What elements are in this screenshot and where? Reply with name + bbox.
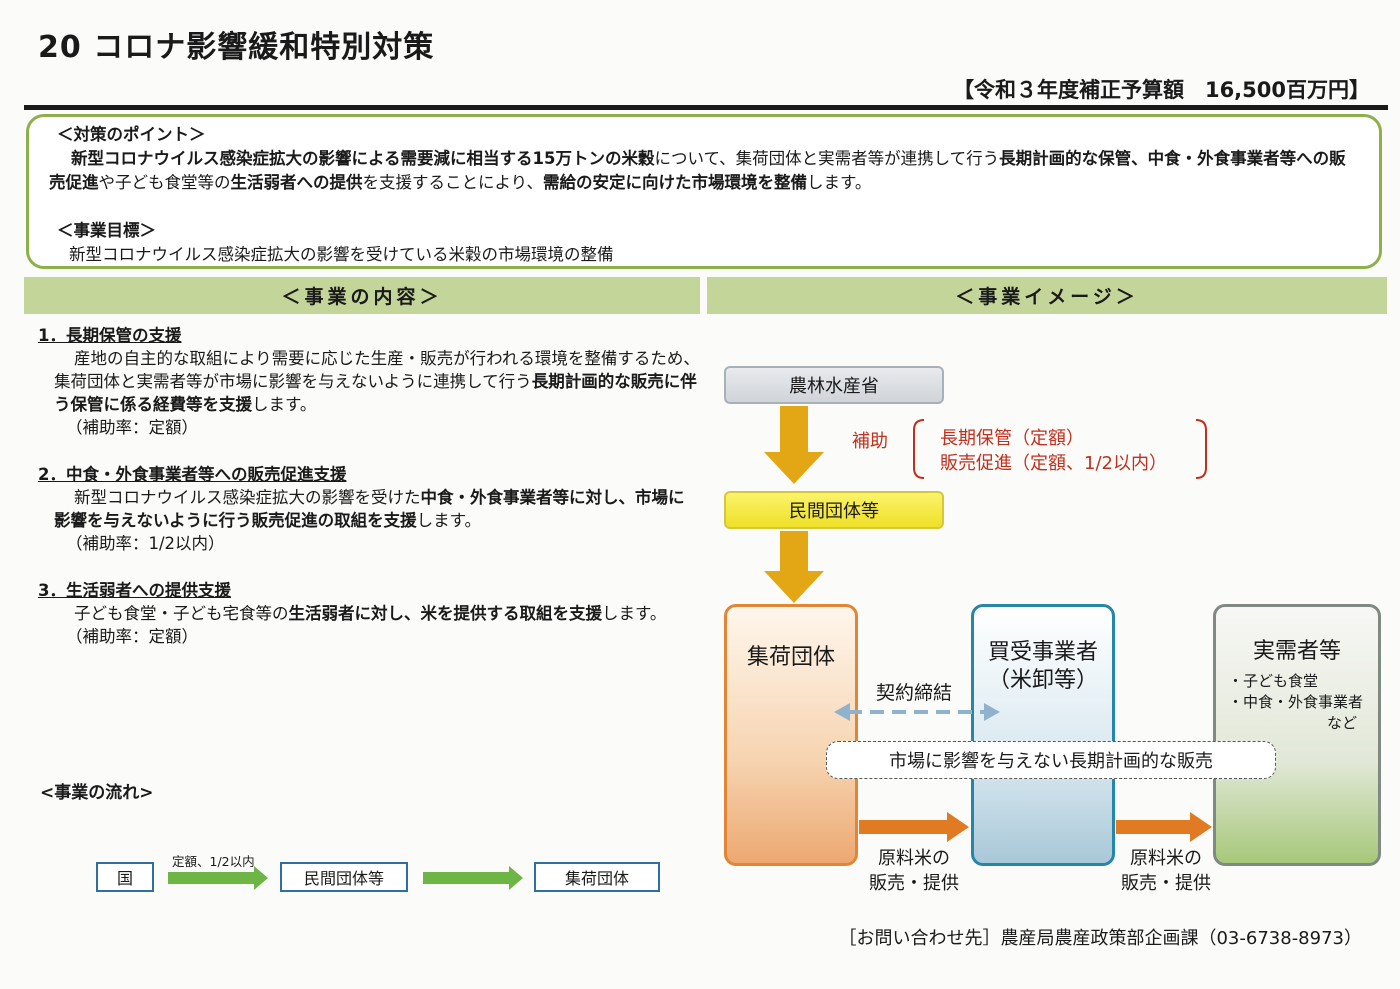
page-title: 20 コロナ影響緩和特別対策 [38,30,435,65]
section-2-text-b: します。 [416,511,482,530]
section-2-rate: （補助率：1/2以内） [66,534,225,553]
buyer-box: 買受事業者 （米卸等） [971,604,1115,866]
section-2: 2．中食・外食事業者等への販売促進支援 新型コロナウイルス感染症拡大の影響を受け… [38,463,700,555]
flow-node-country: 国 [96,862,154,892]
points-text-4: します。 [807,173,872,192]
supply-arrow-1 [859,812,969,842]
aid-item-storage: 長期保管（定額） [940,428,1084,449]
contract-arrow [834,703,1000,721]
section-1-text-a: 産地の自主的な取組により需要に応じた生産・販売が行われる環境を整備するため、集荷… [54,349,700,391]
points-bold-2: 長期計画的な保管、中食・外食事業者等への販売促進 [49,149,1346,192]
contract-label: 契約締結 [876,682,953,704]
contact-info: ［お問い合わせ先］農産局農産政策部企画課（03-6738-8973） [838,928,1362,949]
section-3-rate: （補助率：定額） [66,627,198,646]
aid-items: 長期保管（定額） 販売促進（定額、1/2以内） [940,426,1167,476]
section-2-text-a: 新型コロナウイルス感染症拡大の影響を受けた [74,488,421,507]
section-2-title: 2．中食・外食事業者等への販売促進支援 [38,465,347,484]
section-3-title: 3．生活弱者への提供支援 [38,581,231,600]
budget-amount: 【令和３年度補正予算額 16,500百万円】 [952,78,1370,102]
aid-label: 補助 [852,431,888,452]
buyer-label: 買受事業者 （米卸等） [974,639,1112,695]
supply-label-2-line2: 販売・提供 [1121,873,1211,894]
flow-arrow-2 [423,866,523,890]
points-bold-1: 新型コロナウイルス感染症拡大の影響による需要減に相当する15万トンの米穀 [71,149,655,168]
section-2-bold: 中食・外食事業者等に対し、市場に影響を与えないように行う販売促進の取組を支援 [54,488,685,530]
aid-item-promotion: 販売促進（定額、1/2以内） [940,453,1167,474]
user-list: ・子ども食堂 ・中食・外食事業者 など [1228,671,1363,734]
user-label: 実需者等 [1252,639,1341,664]
points-bold-3: 生活弱者への提供 [230,173,363,192]
flow-node-private: 民間団体等 [280,862,408,892]
section-1-title: 1．長期保管の支援 [38,326,182,345]
supply-label-1-line2: 販売・提供 [869,873,959,894]
points-text-2: や子ども食堂等の [98,173,231,192]
section-1-bold: 長期計画的な販売に伴う保管に係る経費等を支援 [54,372,697,414]
points-text-1: について、集荷団体と実需者等が連携して行う [654,149,1000,168]
supply-arrow-2 [1116,812,1212,842]
section-3: 3．生活弱者への提供支援 子ども食堂・子ども宅食等の生活弱者に対し、米を提供する… [38,579,700,648]
user-item-food: ・中食・外食事業者 [1228,693,1364,711]
flow-rate: 定額、1/2以内 [172,854,255,869]
section-1-text-b: します。 [252,395,317,414]
supply-label-1-line1: 原料米の [878,848,950,869]
market-sales-note: 市場に影響を与えない長期計画的な販売 [826,741,1276,779]
flow-heading: <事業の流れ> [40,783,154,803]
user-item-kids: ・子ども食堂 [1228,672,1319,690]
points-text: 新型コロナウイルス感染症拡大の影響による需要減に相当する15万トンの米穀について… [49,147,1361,195]
section-3-text: 子ども食堂・子ども宅食等の生活弱者に対し、米を提供する取組を支援します。 [54,602,700,625]
header-rule [24,105,1388,110]
section-3-bold: 生活弱者に対し、米を提供する取組を支援 [288,604,603,623]
policy-points-box: ＜対策のポイント＞ 新型コロナウイルス感染症拡大の影響による需要減に相当する15… [26,114,1382,269]
diagram-private-org: 民間団体等 [724,491,944,529]
collector-label: 集荷団体 [746,645,835,670]
section-3-text-a: 子ども食堂・子ども宅食等の [74,604,289,623]
arrow-down-1 [764,406,824,484]
aid-brackets [913,419,1207,479]
user-box: 実需者等 [1213,604,1381,866]
section-1: 1．長期保管の支援 産地の自主的な取組により需要に応じた生産・販売が行われる環境… [38,324,700,439]
user-item-etc: など [1327,714,1358,732]
buyer-label-line1: 買受事業者 [987,640,1098,665]
project-content: 1．長期保管の支援 産地の自主的な取組により需要に応じた生産・販売が行われる環境… [38,324,700,672]
goal-text: 新型コロナウイルス感染症拡大の影響を受けている米穀の市場環境の整備 [69,245,614,264]
section-3-text-b: します。 [602,604,667,623]
points-heading: ＜対策のポイント＞ [57,125,206,144]
image-band: ＜事業イメージ＞ [707,277,1387,314]
flow-node-collector: 集荷団体 [534,862,660,892]
supply-label-1: 原料米の 販売・提供 [858,846,970,896]
supply-label-2-line1: 原料米の [1130,848,1202,869]
section-1-rate: （補助率：定額） [66,418,198,437]
supply-label-2: 原料米の 販売・提供 [1110,846,1222,896]
content-band: ＜事業の内容＞ [24,277,700,314]
flow-arrow-1 [168,866,268,890]
points-text-3: を支援することにより、 [362,173,544,192]
goal-heading: ＜事業目標＞ [57,221,156,240]
section-1-text: 産地の自主的な取組により需要に応じた生産・販売が行われる環境を整備するため、集荷… [54,347,700,416]
arrow-down-2 [764,531,824,603]
buyer-label-line2: （米卸等） [987,668,1098,693]
diagram-ministry: 農林水産省 [724,366,944,404]
points-bold-4: 需給の安定に向けた市場環境を整備 [543,173,808,192]
section-2-text: 新型コロナウイルス感染症拡大の影響を受けた中食・外食事業者等に対し、市場に影響を… [54,486,700,532]
collector-box: 集荷団体 [724,604,858,866]
